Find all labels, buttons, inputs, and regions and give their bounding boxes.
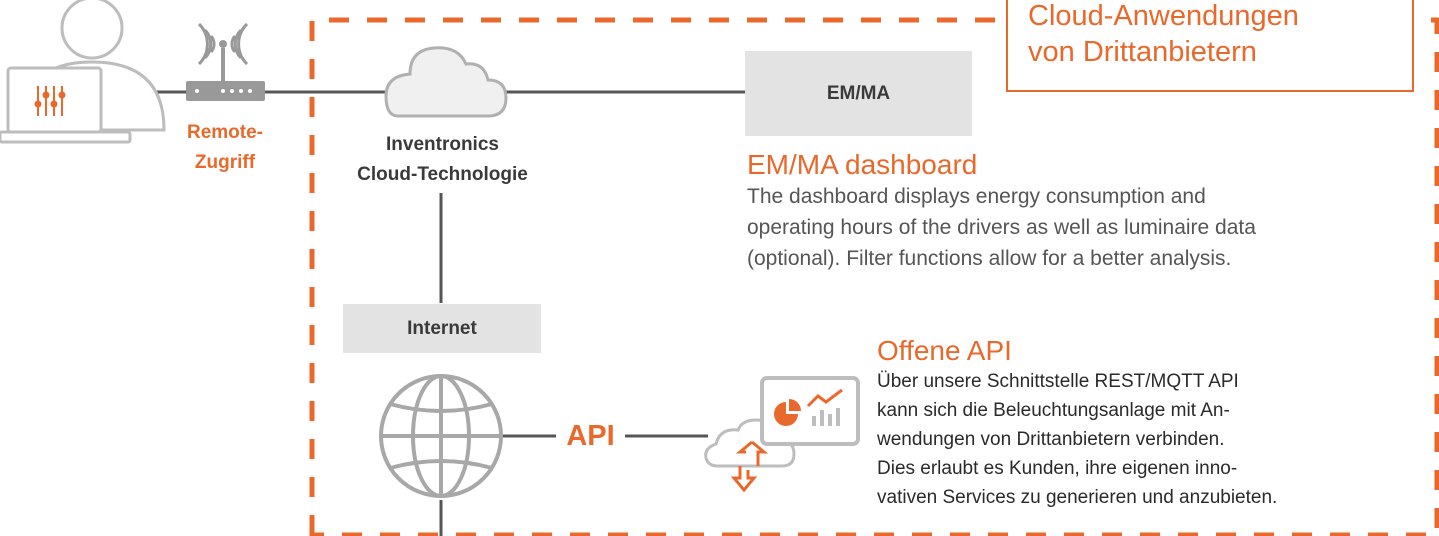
third-party-callout: Cloud-Anwendungen von Drittanbietern xyxy=(1006,0,1414,92)
emma-dashboard-section: EM/MA dashboard The dashboard displays e… xyxy=(747,149,1387,274)
open-api-heading: Offene API xyxy=(877,335,1012,366)
emma-box-label: EM/MA xyxy=(826,82,891,104)
remote-label-line1: Remote- xyxy=(186,122,263,143)
emma-box: EM/MA xyxy=(745,51,972,136)
cloud-boundary-dashed xyxy=(309,17,1439,536)
open-api-line-3: wendungen von Drittanbietern verbinden. xyxy=(877,429,1225,450)
emma-dashboard-line-3: (optional). Filter functions allow for a… xyxy=(747,247,1232,270)
globe-icon xyxy=(379,374,503,498)
cloud-label-line1: Inventronics xyxy=(386,134,499,155)
api-label: API xyxy=(566,420,615,452)
cloud-label-line2: Cloud-Technologie xyxy=(357,164,528,185)
internet-box: Internet xyxy=(343,304,541,353)
third-party-line-2: von Drittanbietern xyxy=(1028,36,1257,68)
internet-box-label: Internet xyxy=(407,317,477,339)
emma-dashboard-line-2: operating hours of the drivers as well a… xyxy=(747,216,1256,239)
third-party-line-1: Cloud-Anwendungen xyxy=(1028,0,1299,32)
cloud-icon xyxy=(384,46,508,118)
emma-dashboard-heading: EM/MA dashboard xyxy=(747,149,978,180)
dashboard-chart-icon xyxy=(760,376,860,446)
open-api-line-2: kann sich die Beleuchtungsanlage mit An- xyxy=(877,400,1230,421)
open-api-line-4: Dies erlaubt es Kunden, ihre eigenen inn… xyxy=(877,458,1238,479)
router-icon xyxy=(186,22,265,101)
open-api-section: Offene API Über unsere Schnittstelle RES… xyxy=(877,335,1347,512)
emma-dashboard-line-1: The dashboard displays energy consumptio… xyxy=(747,185,1206,208)
open-api-line-5: vativen Services zu generieren und anzub… xyxy=(877,487,1278,508)
remote-access-label: Remote- Zugriff xyxy=(160,118,290,178)
laptop-icon xyxy=(0,66,132,144)
sliders-icon xyxy=(34,86,66,116)
remote-label-line2: Zugriff xyxy=(194,152,256,173)
open-api-line-1: Über unsere Schnittstelle REST/MQTT API xyxy=(877,371,1239,392)
cloud-technology-label: Inventronics Cloud-Technologie xyxy=(320,130,565,190)
